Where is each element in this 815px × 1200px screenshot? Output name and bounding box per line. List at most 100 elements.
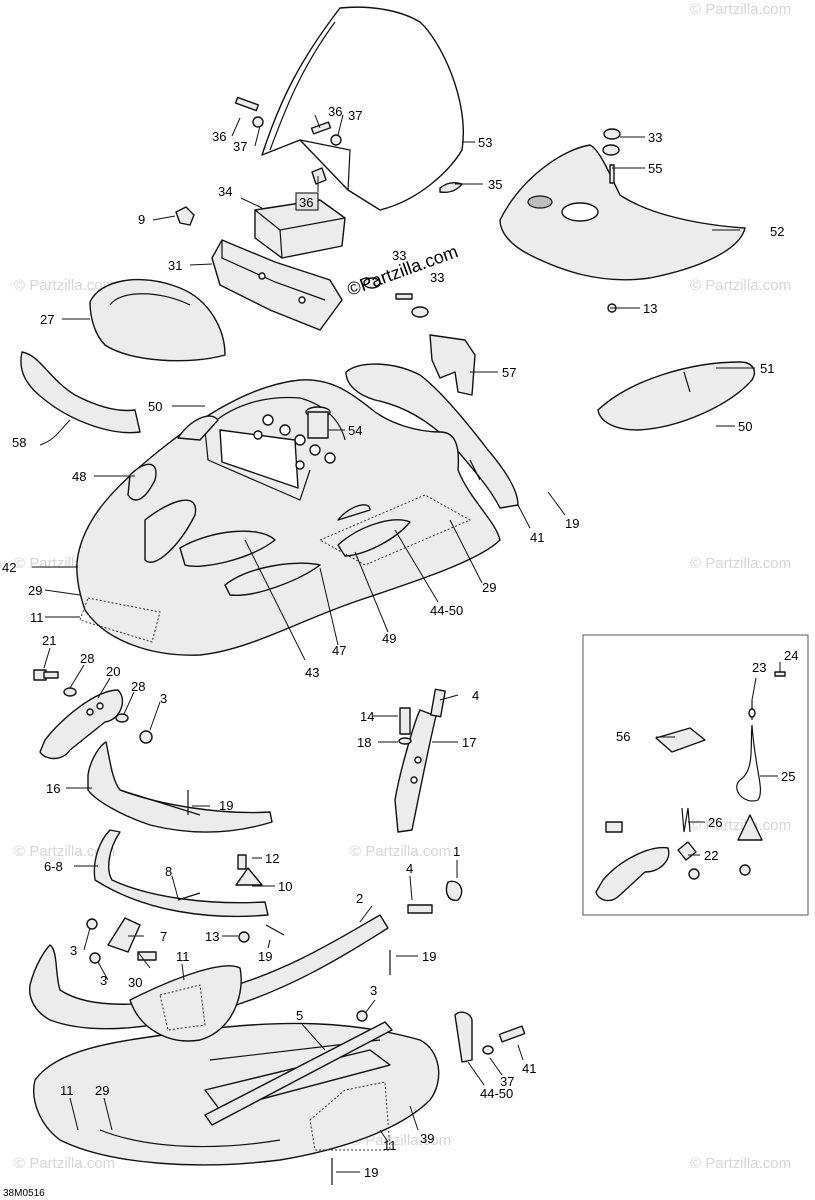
callout-33b: 33: [392, 248, 406, 263]
callout-54: 55: [648, 161, 662, 176]
nut-3: [139, 730, 153, 744]
callout-11d: 11: [383, 1138, 397, 1153]
callout-10: 10: [278, 879, 292, 894]
callout-45: 43: [305, 665, 319, 680]
watermark: © Partzilla.com: [690, 555, 791, 572]
callout-labels: 36 37 36 37 53 36 35 34 9 31 27 58 33 55…: [2, 104, 798, 1180]
panel-42: [345, 363, 519, 509]
callout-36: 36: [299, 195, 313, 210]
nut-3d: [356, 1010, 368, 1022]
callout-2: 2: [356, 891, 363, 906]
callout-4b: 4: [406, 861, 413, 876]
callout-20: 20: [106, 664, 120, 679]
inset-frame: [582, 634, 809, 916]
callout-box: [295, 192, 319, 211]
callout-16: 16: [46, 781, 60, 796]
watermark: © Partzilla.com: [350, 1132, 451, 1149]
nut-3c: [89, 952, 101, 964]
bolt-28: [137, 951, 157, 961]
callout-40: 41: [522, 1061, 536, 1076]
callout-29a: 28: [80, 651, 94, 666]
rivet-19b: [265, 924, 285, 936]
callout-33c: 33: [430, 270, 444, 285]
callout-49: 49: [382, 631, 396, 646]
frame-6-8: [93, 829, 269, 918]
washer-38: [482, 1045, 494, 1055]
callout-38c: 37: [500, 1074, 514, 1089]
callout-39: 39: [420, 1131, 434, 1146]
callout-43: 52: [770, 224, 784, 239]
watermark: © Partzilla.com: [14, 843, 115, 860]
drawing-code: 38M0516: [3, 1188, 45, 1199]
pan-43: [499, 144, 746, 281]
callout-7: 7: [160, 929, 167, 944]
bracket-7: [107, 917, 141, 953]
fasteners-33: [363, 128, 621, 318]
bracket-10: [235, 854, 263, 886]
bracket-41: [454, 1011, 473, 1063]
callout-46: 44-50: [430, 603, 463, 618]
watermark: © Partzilla.com: [690, 1155, 791, 1172]
bolt-21: [33, 669, 59, 681]
clip-9: [175, 206, 195, 226]
cover-27: [89, 278, 226, 362]
callout-30b: 29: [482, 580, 496, 595]
callout-41: 44-50: [480, 1086, 513, 1101]
callout-8: 8: [165, 864, 172, 879]
rail-5: [204, 1021, 393, 1126]
windshield: [261, 6, 464, 211]
callout-14: 14: [360, 709, 374, 724]
callout-17: 19: [422, 949, 436, 964]
guard-51: [597, 361, 756, 431]
watermark: © Partzilla.com: [14, 277, 115, 294]
bolt-14: [399, 707, 411, 735]
bolt-4: [430, 688, 446, 718]
callout-26: 26: [708, 815, 722, 830]
callout-33a: 33: [648, 130, 662, 145]
clip-1: [445, 880, 463, 901]
callout-38b: 37: [348, 108, 362, 123]
callout-19a: 19: [565, 516, 579, 531]
washer-29: [63, 687, 77, 697]
callout-11b: 11: [176, 949, 190, 964]
callout-35: 35: [488, 177, 502, 192]
callout-42: 41: [530, 530, 544, 545]
callout-29b: 28: [131, 679, 145, 694]
callout-50: 50: [148, 399, 162, 414]
watermark: © Partzilla.com: [350, 843, 451, 860]
nut-3b: [86, 918, 98, 930]
callout-56: 56: [616, 729, 630, 744]
bracket-20: [39, 689, 123, 760]
watermark: © Partzilla.com: [690, 817, 791, 834]
callout-31: 31: [168, 258, 182, 273]
callout-51: 51: [760, 361, 774, 376]
callout-22: 22: [704, 848, 718, 863]
callout-30a: 29: [28, 583, 42, 598]
callout-12: 12: [265, 851, 279, 866]
callout-18: 18: [357, 735, 371, 750]
windshield-hardware: [234, 96, 463, 194]
callout-27: 27: [40, 312, 54, 327]
callout-28: 30: [128, 975, 142, 990]
watermarks: © Partzilla.com © Partzilla.com © Partzi…: [14, 1, 791, 1172]
console-31: [211, 239, 343, 331]
callout-53: 53: [478, 135, 492, 150]
hood-main: [76, 379, 501, 656]
callout-30c: 29: [95, 1083, 109, 1098]
callout-38: 37: [233, 139, 247, 154]
callout-9: 9: [138, 212, 145, 227]
callout-3d: 3: [370, 983, 377, 998]
inset-parts: [595, 671, 786, 902]
callout-13b: 13: [205, 929, 219, 944]
callout-58: 57: [502, 365, 516, 380]
leader-lines: [32, 114, 781, 1173]
callout-19d: 19: [364, 1165, 378, 1180]
watermark: © Partzilla.com: [14, 1155, 115, 1172]
callout-52: 50: [738, 419, 752, 434]
callout-37: 36: [212, 129, 226, 144]
cap-55: [305, 406, 331, 439]
callout-3a: 3: [160, 691, 167, 706]
callout-5: 5: [296, 1008, 303, 1023]
callout-11c: 11: [60, 1083, 74, 1098]
callout-34: 34: [218, 184, 232, 199]
